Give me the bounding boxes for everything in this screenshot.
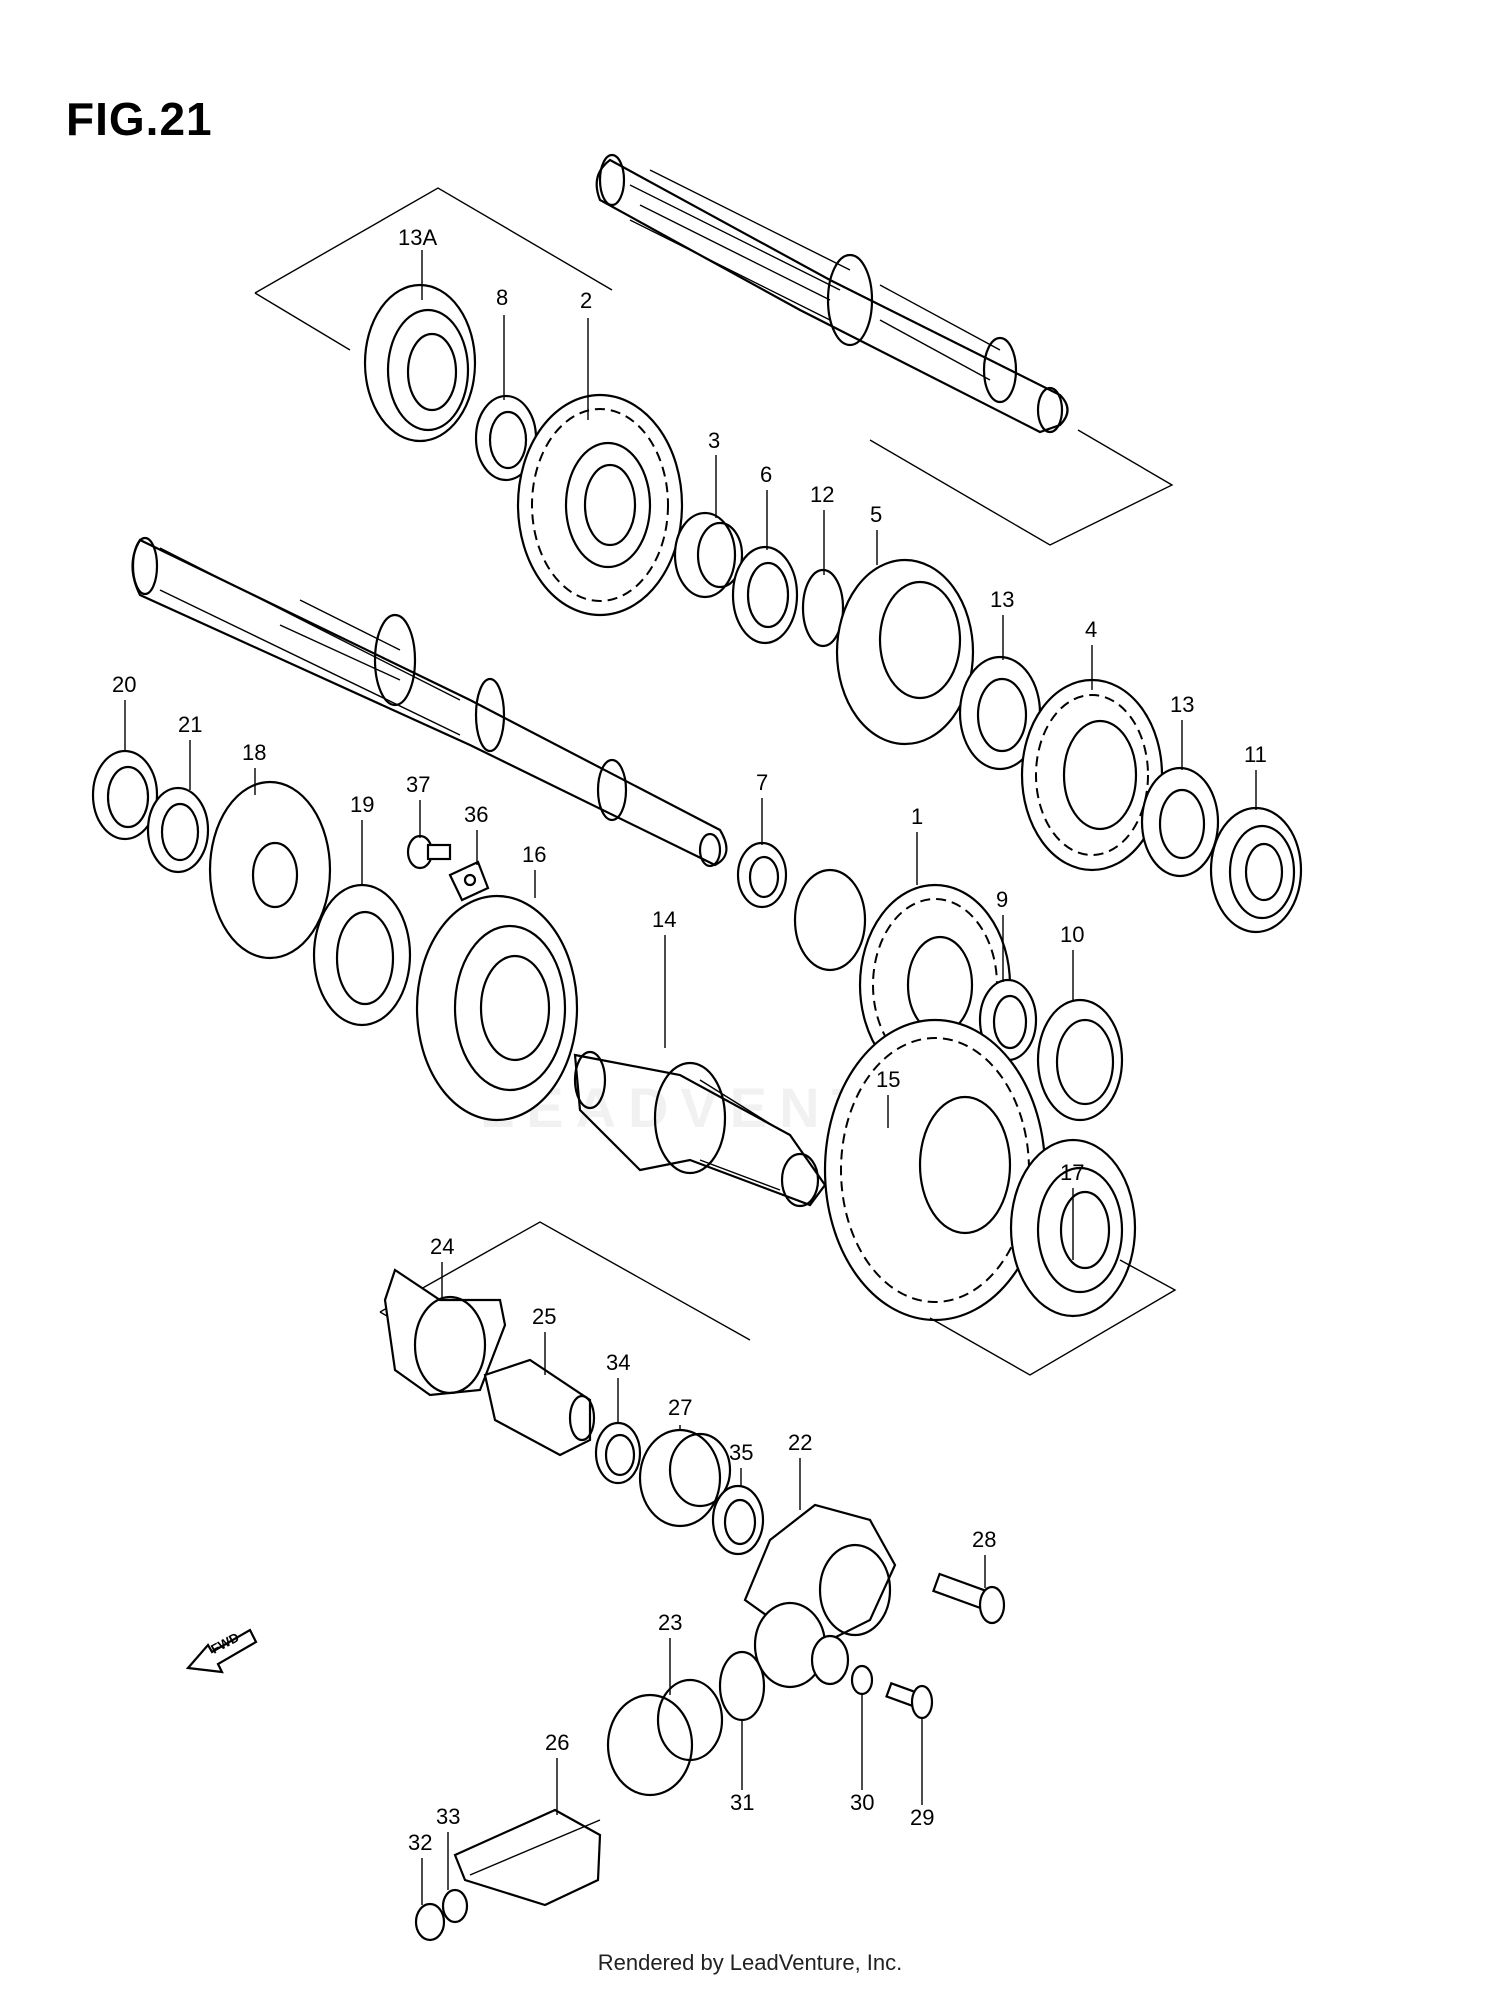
label-14: 14 xyxy=(652,907,676,932)
washer-8 xyxy=(474,394,538,482)
label-24: 24 xyxy=(430,1234,454,1259)
label-4: 4 xyxy=(1085,617,1097,642)
input-shaft xyxy=(595,153,1069,434)
label-33: 33 xyxy=(436,1804,460,1829)
label-2: 2 xyxy=(580,288,592,313)
part-number-labels: 13A 8 2 3 6 12 5 13 4 13 11 20 21 18 37 … xyxy=(112,225,1267,1855)
label-19: 19 xyxy=(350,792,374,817)
label-18: 18 xyxy=(242,740,266,765)
label-26: 26 xyxy=(545,1730,569,1755)
label-3: 3 xyxy=(708,428,720,453)
bolt-37 xyxy=(406,834,452,870)
bolt-29 xyxy=(885,1681,934,1720)
label-32: 32 xyxy=(408,1830,432,1855)
label-8: 8 xyxy=(496,285,508,310)
housing-22 xyxy=(743,1503,897,1689)
bearing-16 xyxy=(415,894,579,1122)
label-13a: 13A xyxy=(398,225,437,250)
label-6: 6 xyxy=(760,462,772,487)
bushing-23 xyxy=(606,1678,724,1797)
bevel-gear-18 xyxy=(208,780,332,960)
plate-36 xyxy=(448,860,490,902)
label-35: 35 xyxy=(729,1440,753,1465)
label-5: 5 xyxy=(870,502,882,527)
label-11: 11 xyxy=(1244,742,1267,767)
bearing-13a xyxy=(363,283,477,443)
upper-assembly-frame xyxy=(254,187,1174,546)
label-13-mid: 13 xyxy=(1170,692,1194,717)
driven-gear-26 xyxy=(453,1808,602,1907)
label-34: 34 xyxy=(606,1350,630,1375)
lockwasher-6 xyxy=(731,545,799,645)
label-31: 31 xyxy=(730,1790,754,1815)
gear-5 xyxy=(835,558,975,746)
bolt-28 xyxy=(932,1572,1006,1625)
o-ring-31 xyxy=(718,1650,766,1722)
label-36: 36 xyxy=(464,802,488,827)
label-37: 37 xyxy=(406,772,430,797)
washer-30 xyxy=(850,1664,874,1696)
washer-33 xyxy=(441,1888,469,1924)
label-30: 30 xyxy=(850,1790,874,1815)
bearing-10 xyxy=(1036,998,1124,1122)
circlip-12 xyxy=(801,568,845,648)
label-17: 17 xyxy=(1060,1160,1084,1185)
label-25: 25 xyxy=(532,1304,556,1329)
fwd-arrow-icon: FWD xyxy=(185,1628,258,1674)
washer-13-mid xyxy=(1140,766,1220,878)
label-21: 21 xyxy=(178,712,202,737)
label-9: 9 xyxy=(996,887,1008,912)
label-22: 22 xyxy=(788,1430,812,1455)
washer-35 xyxy=(711,1484,765,1556)
label-15: 15 xyxy=(876,1067,900,1092)
gasket-24 xyxy=(383,1268,507,1397)
output-shaft-14 xyxy=(573,1050,827,1208)
washer-21 xyxy=(146,786,210,874)
bearing-11 xyxy=(1209,806,1303,934)
label-29: 29 xyxy=(910,1805,934,1830)
bushing-3 xyxy=(673,511,744,599)
label-1: 1 xyxy=(911,804,923,829)
label-10: 10 xyxy=(1060,922,1084,947)
drive-shaft xyxy=(131,536,728,868)
washer-34 xyxy=(594,1421,642,1485)
washer-19 xyxy=(312,883,412,1027)
label-12: 12 xyxy=(810,482,834,507)
spacer-7 xyxy=(736,841,788,909)
label-23: 23 xyxy=(658,1610,682,1635)
gear-15 xyxy=(823,1018,1047,1322)
label-7: 7 xyxy=(756,770,768,795)
gear-25 xyxy=(483,1358,596,1457)
washer-32 xyxy=(414,1902,446,1942)
leader-lines xyxy=(124,250,1257,1905)
label-20: 20 xyxy=(112,672,136,697)
label-13-top: 13 xyxy=(990,587,1014,612)
washer-9 xyxy=(978,978,1038,1062)
label-27: 27 xyxy=(668,1395,692,1420)
figure-title: FIG.21 xyxy=(66,93,213,145)
label-16: 16 xyxy=(522,842,546,867)
label-28: 28 xyxy=(972,1527,996,1552)
footer-credit: Rendered by LeadVenture, Inc. xyxy=(597,1950,903,1975)
gear-2 xyxy=(516,393,684,617)
gear-4 xyxy=(1020,678,1164,872)
